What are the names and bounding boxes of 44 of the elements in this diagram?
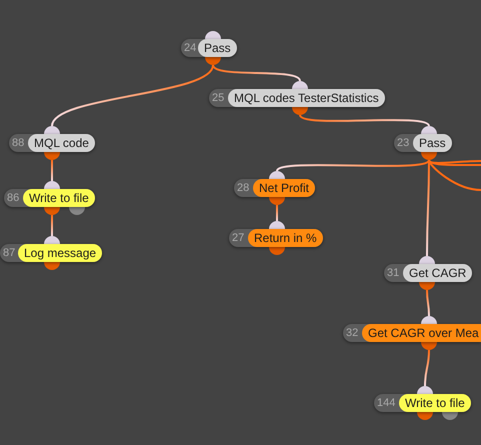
node-label: Net Profit	[253, 179, 316, 197]
node-number: 28	[236, 181, 250, 196]
graph-node	[0, 244, 102, 262]
connector	[51, 64, 214, 126]
node-number: 31	[386, 266, 400, 281]
node-number: 24	[183, 41, 198, 56]
node-label: Get CAGR over Mea	[362, 324, 481, 342]
node-number: 27	[231, 231, 246, 246]
node-label: Write to file	[399, 394, 471, 412]
connector	[424, 350, 430, 386]
node-number: 144	[376, 396, 396, 411]
node-number: 86	[6, 191, 20, 206]
node-number: 88	[11, 136, 26, 151]
connector	[299, 114, 430, 127]
graph-node	[384, 264, 472, 282]
connector	[276, 159, 430, 172]
node-number: 87	[2, 246, 16, 261]
node-label: MQL codes TesterStatistics	[228, 89, 385, 107]
connector	[428, 160, 481, 191]
graph-node	[181, 39, 237, 57]
graph-node	[229, 229, 323, 247]
node-number: 23	[396, 136, 410, 151]
node-label: MQL code	[28, 134, 95, 152]
node-label: Write to file	[23, 189, 95, 207]
connector	[276, 205, 278, 221]
connector	[212, 64, 301, 82]
node-label: Pass	[198, 39, 237, 57]
graph-node	[394, 134, 452, 152]
graph-node	[4, 189, 95, 207]
connector	[51, 160, 53, 181]
graph-node	[374, 394, 471, 412]
graph-node	[234, 179, 316, 197]
node-number: 32	[345, 326, 360, 341]
connector	[426, 160, 430, 256]
node-number: 25	[211, 91, 226, 106]
connector	[428, 160, 481, 166]
connector	[426, 290, 430, 316]
graph-node	[9, 134, 95, 152]
connector	[428, 160, 481, 164]
node-label: Return in %	[248, 229, 323, 247]
node-label: Log message	[18, 244, 102, 262]
connector	[51, 215, 53, 236]
node-label: Pass	[413, 134, 452, 152]
node-label: Get CAGR	[403, 264, 472, 282]
